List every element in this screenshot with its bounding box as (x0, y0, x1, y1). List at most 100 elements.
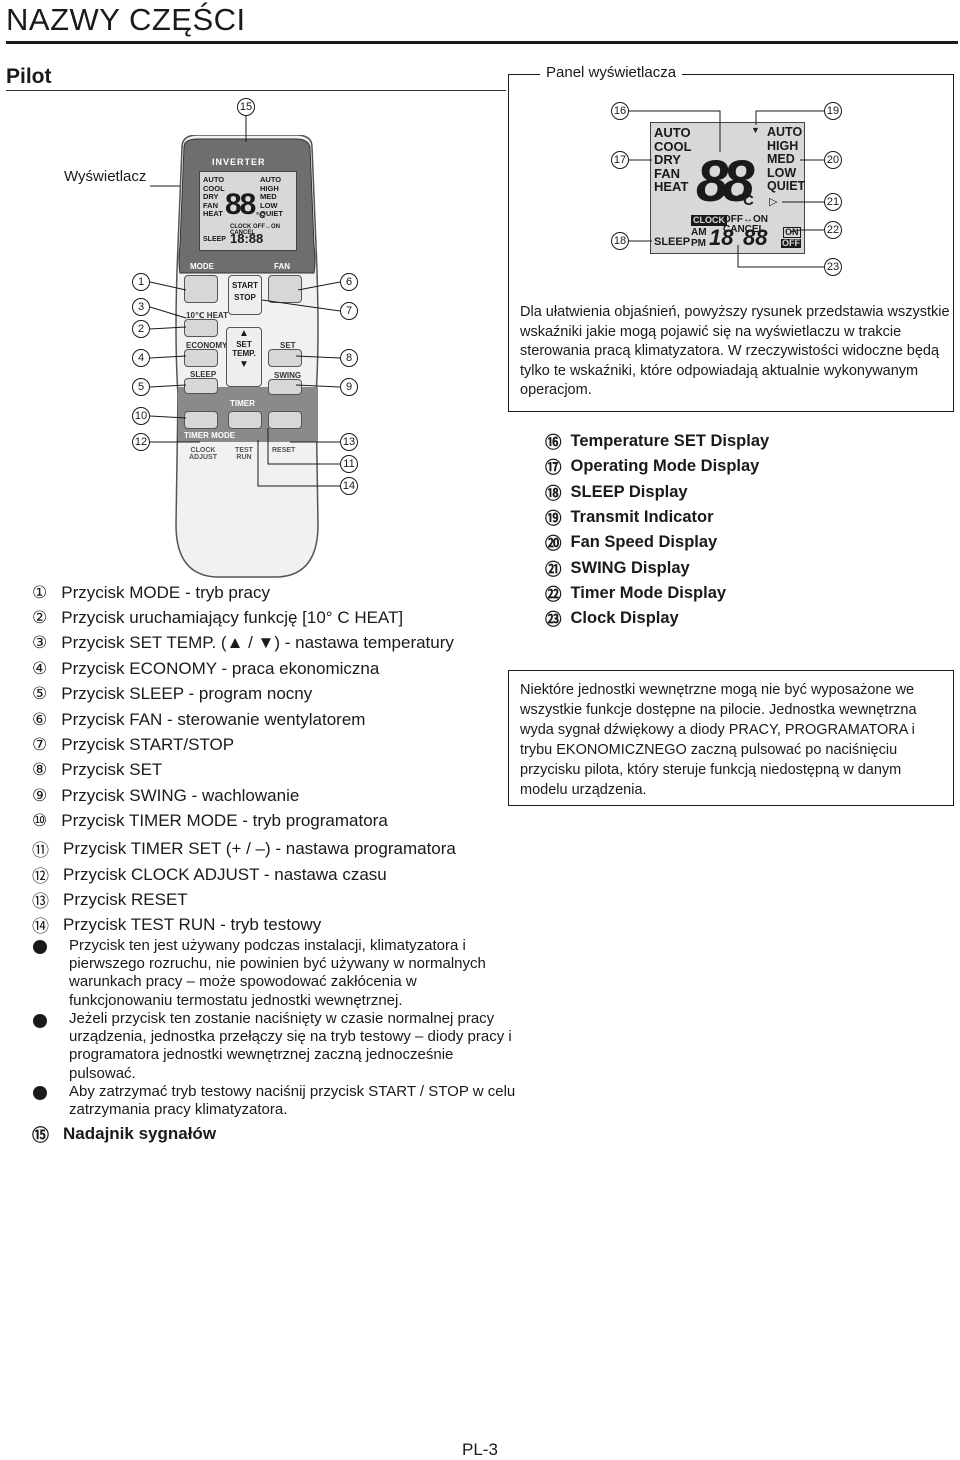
part-text: Przycisk SWING - (61, 786, 202, 805)
fan-med: MED (767, 152, 795, 166)
panel-lcd: AUTO COOL DRY FAN HEAT 88 °C ▼ AUTO HIGH… (650, 122, 805, 254)
part-num: ⑥ (32, 710, 48, 729)
remote-lcd-sleep: SLEEP (203, 236, 226, 243)
sleep-label: SLEEP (190, 370, 217, 379)
callout-19: 19 (824, 102, 842, 120)
swing-button[interactable] (268, 379, 302, 395)
set-label: SET (280, 341, 296, 350)
part-text: Przycisk FAN - (61, 710, 178, 729)
part-desc: program nocny (198, 684, 313, 703)
callout-2: 2 (132, 320, 150, 338)
mode-dry: DRY (654, 152, 681, 167)
part-num: ⑫ (32, 867, 49, 886)
bullet-text-2: Jeżeli przycisk ten zostanie naciśnięty … (69, 1010, 512, 1082)
callout-13: 13 (340, 433, 358, 451)
set-temp-label: SET TEMP. (232, 340, 256, 358)
swing-icon: ▷ (769, 196, 778, 208)
callout-23: 23 (824, 258, 842, 276)
legend-num: ⑳ (545, 535, 562, 553)
fan-high: HIGH (767, 138, 799, 153)
up-arrow-icon: ▲ (239, 328, 249, 339)
legend-item-17: ⑰ Operating Mode Display (545, 454, 759, 478)
mode-button[interactable] (184, 275, 218, 303)
part-text: Przycisk CLOCK ADJUST - (63, 864, 275, 884)
callout-17: 17 (611, 151, 629, 169)
part-num: ① (32, 583, 48, 602)
callout-20: 20 (824, 151, 842, 169)
part-desc: tryb testowy (230, 914, 322, 934)
part-desc: tryb pracy (195, 583, 270, 602)
part-num: ⑭ (32, 917, 49, 936)
set-button[interactable] (268, 349, 302, 367)
bullet-dot (33, 1014, 47, 1028)
timer-minus-button[interactable] (228, 411, 262, 429)
part-text: Przycisk TIMER SET ( (63, 838, 232, 858)
fan-auto: AUTO (767, 125, 803, 139)
timer-plus-button[interactable] (268, 411, 302, 429)
feature-note: Niektóre jednostki wewnętrzne mogą nie b… (520, 682, 917, 798)
transmit-indicator-icon: ▼ (751, 125, 760, 135)
display-label: Wyświetlacz (64, 168, 147, 185)
timer-mode-button[interactable] (184, 411, 218, 429)
display-panel-box (508, 74, 954, 412)
part-text: Przycisk ECONOMY - (61, 659, 232, 678)
part-text: Przycisk RESET (63, 889, 188, 909)
part-text: Przycisk uruchamiający (61, 608, 244, 627)
part-desc: nastawa czasu (274, 864, 387, 884)
mode-fan: FAN (654, 165, 680, 181)
callout-3: 3 (132, 298, 150, 316)
heat10-button[interactable] (184, 319, 218, 337)
part-text: Przycisk SET TEMP. ( (61, 633, 227, 652)
part-item-1: ① Przycisk MODE - tryb pracy (32, 583, 270, 603)
legend-num: ⑱ (545, 485, 562, 503)
part-num: ⑮ (32, 1126, 49, 1145)
set-temp-button[interactable]: ▲ SET TEMP. ▼ (226, 327, 262, 387)
part-item-2: ② Przycisk uruchamiający funkcję [10° C H… (32, 608, 403, 628)
panel-on: ON (783, 227, 801, 238)
legend-num: ㉓ (545, 611, 562, 629)
part-desc: praca ekonomiczna (231, 659, 380, 678)
callout-15: 15 (237, 98, 255, 116)
legend-item-22: ㉒ Timer Mode Display (545, 581, 726, 605)
panel-am: AM (691, 227, 707, 238)
legend-text: Timer Mode Display (570, 583, 727, 602)
part-num: ⑩ (32, 811, 48, 830)
fan-quiet: QUIET (767, 179, 806, 193)
panel-fan: AUTO HIGH MED LOW QUIET (767, 125, 806, 194)
part-text: Przycisk MODE - (61, 583, 196, 602)
sleep-button[interactable] (184, 378, 218, 394)
legend-num: ㉒ (545, 586, 562, 604)
part-num: ② (32, 608, 48, 627)
legend-num: ⑰ (545, 459, 562, 477)
economy-button[interactable] (184, 349, 218, 367)
part-num: ⑧ (32, 760, 48, 779)
swing-label: SWING (274, 371, 302, 380)
callout-4: 4 (132, 349, 150, 367)
legend-text: Operating Mode Display (570, 456, 760, 475)
panel-unit: °C (737, 192, 754, 209)
economy-label: ECONOMY (186, 341, 228, 350)
legend-text: Temperature SET Display (570, 431, 770, 450)
page-title: NAZWY CZĘŚCI (6, 2, 246, 37)
fan-button[interactable] (268, 275, 302, 303)
callout-15-line (245, 116, 247, 142)
part-num: ⑤ (32, 684, 48, 703)
panel-time-h: 18 (709, 225, 734, 250)
remote-lcd-temp: 88 (225, 188, 256, 221)
part-num: ⑬ (32, 892, 49, 911)
part-item-12: ⑫ Przycisk CLOCK ADJUST - nastawa czasu (32, 862, 387, 887)
part-text: Przycisk START/STOP (61, 735, 235, 754)
part-desc: funkcję [10° C HEAT] (243, 608, 404, 627)
panel-clock: CLOCK (691, 215, 727, 226)
part-item-13: ⑬ Przycisk RESET (32, 887, 188, 912)
legend-text: Fan Speed Display (570, 532, 718, 551)
callout-10: 10 (132, 407, 150, 425)
